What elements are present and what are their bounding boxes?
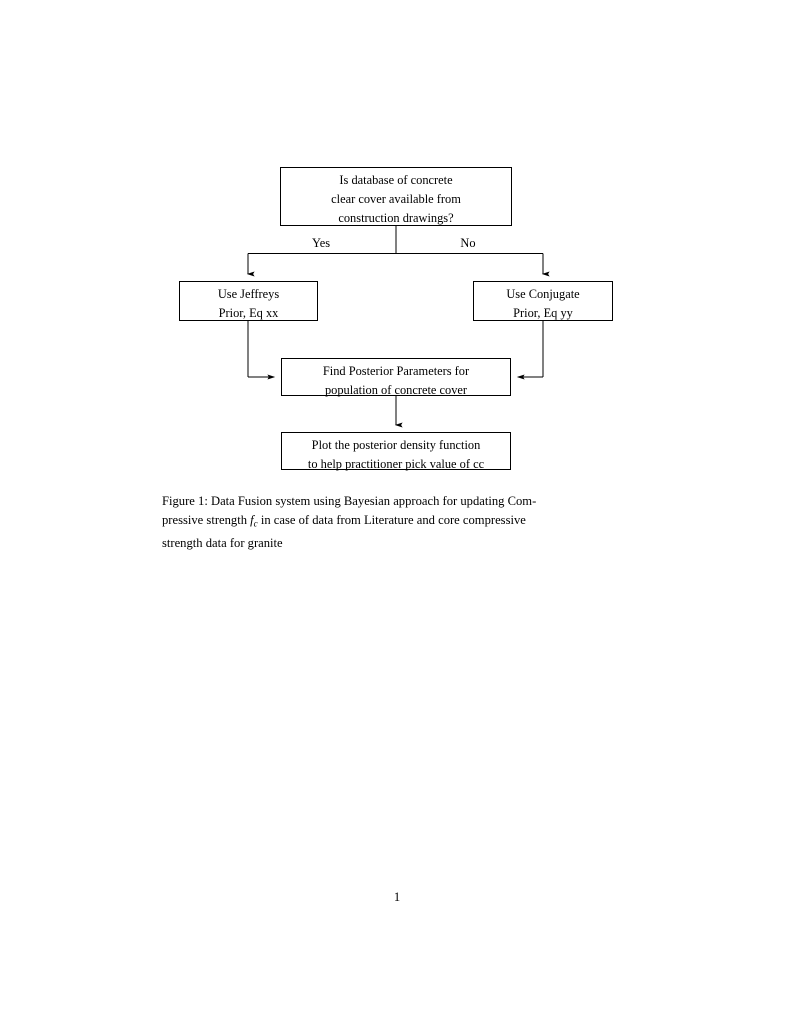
page-number: 1 bbox=[393, 890, 401, 904]
node-box-conjugate bbox=[473, 281, 613, 321]
node-line: Use Conjugate bbox=[506, 287, 580, 301]
branch-label-yes: Yes bbox=[311, 236, 331, 250]
flowchart-canvas bbox=[179, 167, 613, 470]
node-line: Use Jeffreys bbox=[217, 287, 280, 301]
math-subscript-c: c bbox=[253, 518, 258, 529]
node-box-plot bbox=[281, 432, 511, 470]
node-label-decision: Is database of concrete clear cover avai… bbox=[280, 171, 512, 228]
node-line: construction drawings? bbox=[338, 211, 454, 225]
figure-1-flowchart: Is database of concrete clear cover avai… bbox=[0, 0, 794, 490]
node-line: population of concrete cover bbox=[324, 383, 468, 397]
node-box-posterior bbox=[281, 358, 511, 396]
node-line: Prior, Eq yy bbox=[513, 306, 573, 320]
node-line: Find Posterior Parameters for bbox=[322, 364, 470, 378]
node-line: to help practitioner pick value of cc bbox=[307, 457, 485, 471]
math-symbol-fc: f bbox=[250, 513, 254, 528]
branch-label-no: No bbox=[460, 236, 476, 250]
node-label-jeffreys: Use Jeffreys Prior, Eq xx bbox=[179, 285, 318, 323]
caption-text-a: pressive strength bbox=[162, 513, 251, 528]
node-line: clear cover available from bbox=[331, 192, 461, 206]
node-label-plot: Plot the posterior density function to h… bbox=[281, 436, 511, 474]
node-label-posterior: Find Posterior Parameters for population… bbox=[281, 362, 511, 400]
caption-line-1: Figure 1: Data Fusion system using Bayes… bbox=[162, 494, 537, 508]
caption-line-3: strength data for granite bbox=[162, 536, 283, 551]
caption-text-b: in case of data from Literature and core… bbox=[257, 513, 526, 528]
node-line: Is database of concrete bbox=[339, 173, 453, 187]
node-line: Plot the posterior density function bbox=[311, 438, 481, 452]
node-box-decision bbox=[280, 167, 512, 226]
figure-caption: Figure 1: Data Fusion system using Bayes… bbox=[162, 492, 632, 554]
caption-line-2: pressive strength fc in case of data fro… bbox=[162, 511, 632, 534]
node-line: Prior, Eq xx bbox=[218, 306, 279, 320]
node-label-conjugate: Use Conjugate Prior, Eq yy bbox=[473, 285, 613, 323]
